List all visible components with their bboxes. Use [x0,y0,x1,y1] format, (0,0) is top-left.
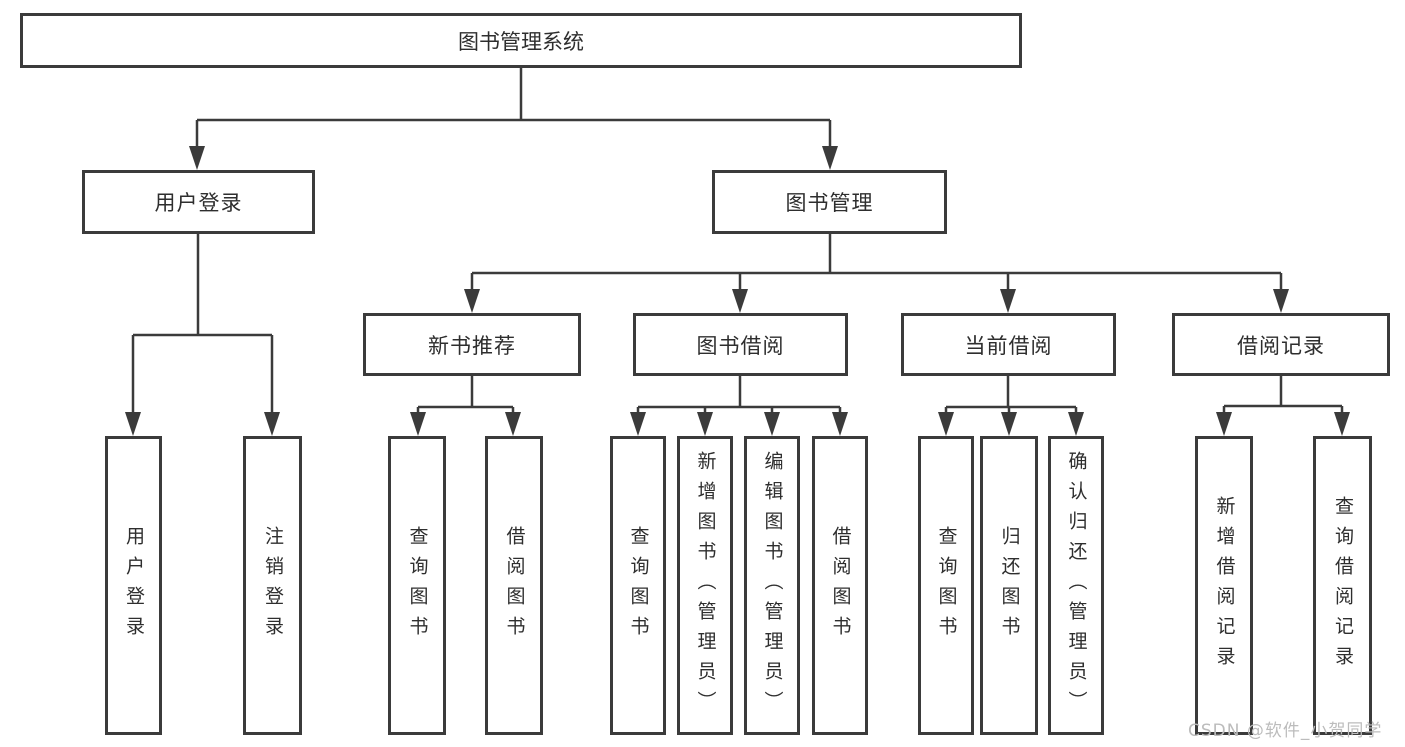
csdn-watermark: CSDN @软件_小贺同学 [1188,721,1383,741]
leaf-query-borrow-record: 查询借阅记录 [1313,436,1372,735]
arrowhead-icon [1216,412,1232,436]
leaf-recommend-query-books-label: 查询图书 [406,525,429,646]
leaf-add-borrow-record: 新增借阅记录 [1195,436,1253,735]
leaf-current-query-books-label: 查询图书 [935,525,958,646]
arrowhead-icon [822,146,838,170]
leaf-query-borrow-record-label: 查询借阅记录 [1332,495,1354,676]
leaf-edit-books-admin: 编辑图书（管理员） [744,436,800,735]
leaf-borrow-books-label: 借阅图书 [829,525,852,646]
leaf-borrow-query-books-label: 查询图书 [627,525,650,646]
arrowhead-icon [189,146,205,170]
arrowhead-icon [630,412,646,436]
leaf-borrow-books: 借阅图书 [812,436,868,735]
arrowhead-icon [732,289,748,313]
arrowhead-icon [938,412,954,436]
leaf-return-books: 归还图书 [980,436,1038,735]
node-new-book-recommend-label: 新书推荐 [428,333,516,358]
node-book-management-label: 图书管理 [785,191,874,215]
node-book-borrow-label: 图书借阅 [696,333,785,358]
leaf-confirm-return-admin-label: 确认归还（管理员） [1065,450,1088,721]
node-user-login-label: 用户登录 [154,191,243,215]
leaf-logout: 注销登录 [243,436,302,735]
arrowhead-icon [1334,412,1350,436]
node-current-borrow-label: 当前借阅 [964,333,1053,358]
arrowhead-icon [410,412,426,436]
node-current-borrow: 当前借阅 [901,313,1116,376]
leaf-user-login-label: 用户登录 [123,525,145,646]
leaf-add-borrow-record-label: 新增借阅记录 [1213,495,1236,676]
node-borrow-records-label: 借阅记录 [1237,333,1325,358]
arrowhead-icon [697,412,713,436]
node-library-system-label: 图书管理系统 [458,29,584,54]
node-book-management: 图书管理 [712,170,947,234]
leaf-add-books-admin: 新增图书（管理员） [677,436,733,735]
arrowhead-icon [764,412,780,436]
arrowhead-icon [1068,412,1084,436]
leaf-user-login: 用户登录 [105,436,162,735]
arrowhead-icon [264,412,280,436]
leaf-add-books-admin-label: 新增图书（管理员） [694,450,717,721]
leaf-confirm-return-admin: 确认归还（管理员） [1048,436,1104,735]
arrowhead-icon [832,412,848,436]
leaf-current-query-books: 查询图书 [918,436,974,735]
arrowhead-icon [1000,289,1016,313]
leaf-logout-label: 注销登录 [262,525,284,646]
leaf-recommend-borrow-books-label: 借阅图书 [503,525,526,646]
node-user-login: 用户登录 [82,170,315,234]
leaf-return-books-label: 归还图书 [998,525,1021,646]
leaf-borrow-query-books: 查询图书 [610,436,666,735]
arrowheads-group [125,146,1350,436]
node-new-book-recommend: 新书推荐 [363,313,581,376]
node-library-system: 图书管理系统 [20,13,1022,68]
node-borrow-records: 借阅记录 [1172,313,1390,376]
leaf-recommend-borrow-books: 借阅图书 [485,436,543,735]
leaf-edit-books-admin-label: 编辑图书（管理员） [761,450,784,721]
arrowhead-icon [1273,289,1289,313]
node-book-borrow: 图书借阅 [633,313,848,376]
arrowhead-icon [1001,412,1017,436]
arrowhead-icon [505,412,521,436]
arrowhead-icon [125,412,141,436]
arrowhead-icon [464,289,480,313]
leaf-recommend-query-books: 查询图书 [388,436,446,735]
tree-connector-path [131,67,1344,416]
